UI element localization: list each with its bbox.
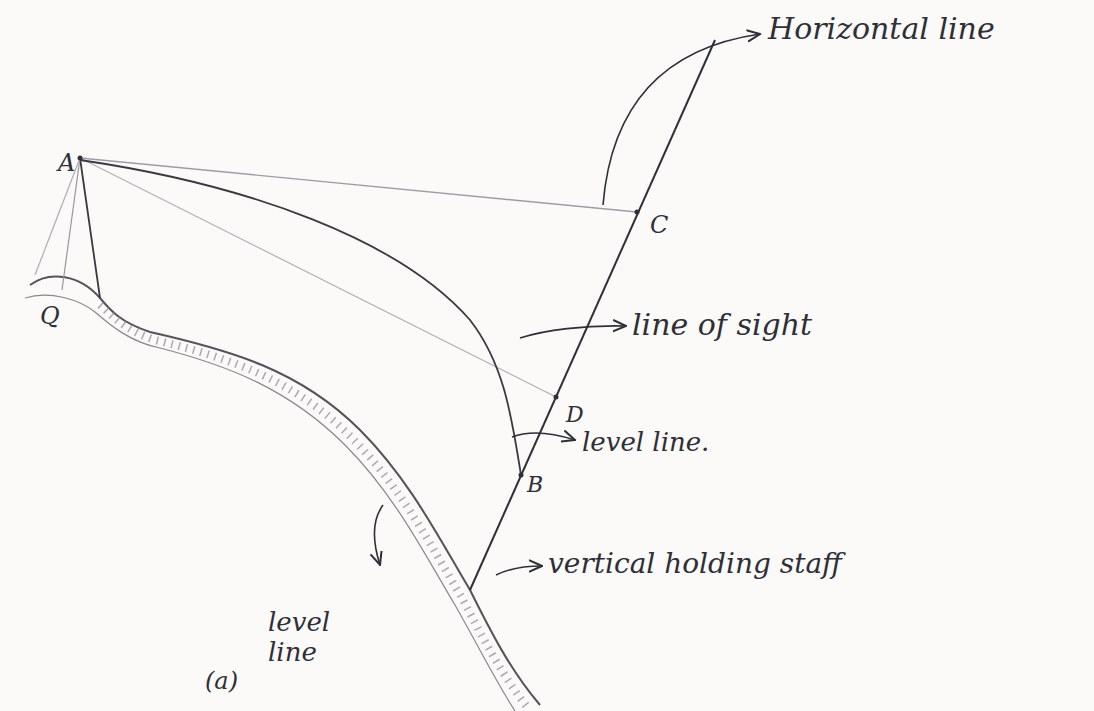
point-label: A bbox=[58, 150, 75, 178]
point-label: Q bbox=[40, 303, 60, 331]
point-dot bbox=[635, 210, 640, 215]
point-dot bbox=[554, 395, 559, 400]
callout-label: line of sight bbox=[632, 308, 812, 343]
callout-label: level line. bbox=[582, 428, 709, 458]
point-dot bbox=[78, 156, 83, 161]
leader-line bbox=[496, 566, 542, 575]
pencil-line bbox=[62, 158, 80, 290]
callout-label: Horizontal line bbox=[768, 12, 995, 47]
figure-label: (a) bbox=[205, 668, 238, 696]
point-label: D bbox=[566, 402, 584, 427]
line-of-sight bbox=[80, 158, 556, 397]
level-line-curve bbox=[80, 160, 521, 475]
point-dot bbox=[519, 473, 524, 478]
ground-line bbox=[30, 276, 540, 705]
horizontal-line bbox=[80, 158, 637, 212]
point-label: B bbox=[527, 472, 543, 497]
leader-line bbox=[374, 505, 383, 565]
ground-line bbox=[25, 295, 515, 711]
leader-line bbox=[512, 433, 575, 440]
ground-hatching bbox=[100, 305, 528, 708]
callout-label: vertical holding staff bbox=[548, 548, 842, 580]
callout-label: level line bbox=[268, 608, 358, 668]
vertical-drop bbox=[80, 158, 100, 298]
point-label: C bbox=[650, 212, 668, 240]
leader-line bbox=[520, 326, 626, 338]
leader-line bbox=[603, 34, 760, 205]
